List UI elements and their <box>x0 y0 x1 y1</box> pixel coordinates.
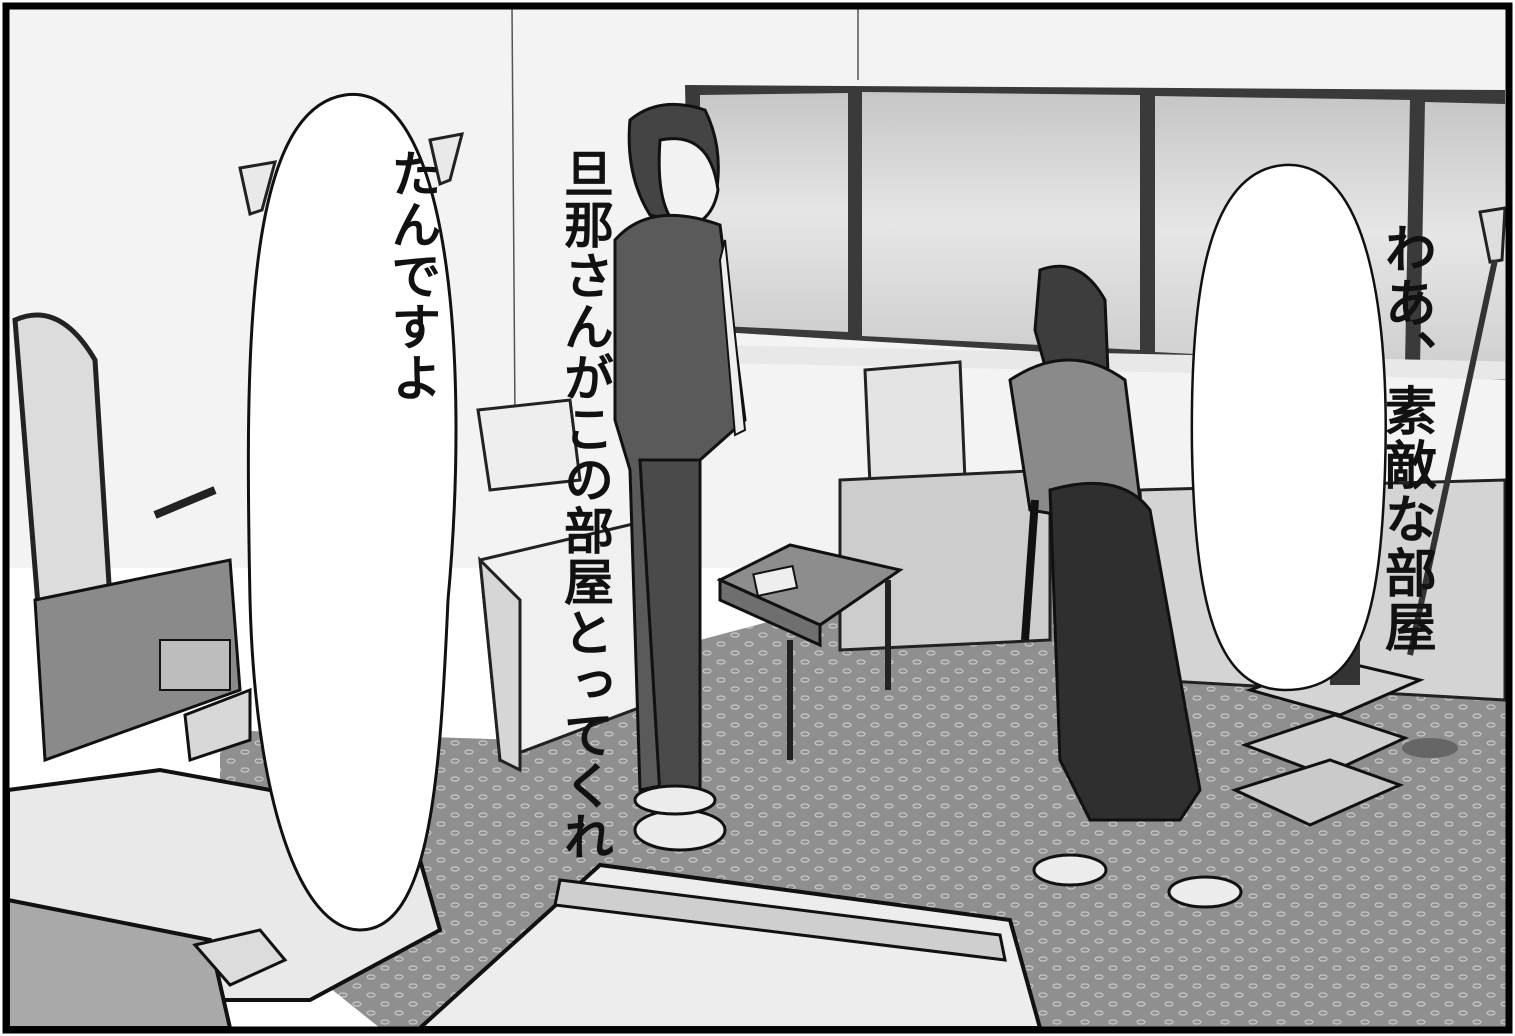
sofa-left <box>476 398 662 773</box>
wall-lamp-right <box>428 132 465 187</box>
speech-text-left: 旦那さんがこの部屋とってくれ たんですよ <box>268 148 728 862</box>
woman-figure <box>1008 264 1243 909</box>
speech-line: わあ、素敵な部屋 <box>1375 222 1436 654</box>
vanity-desk <box>12 312 252 763</box>
wall-lamp-left <box>238 160 278 216</box>
coffee-table <box>716 543 904 760</box>
man-figure <box>613 102 747 852</box>
speech-text-right: わあ、素敵な部屋 <box>1255 222 1515 654</box>
speech-line: 旦那さんがこの部屋とってくれ <box>556 148 614 862</box>
bed-right <box>414 862 1043 1030</box>
speech-bubble-left <box>246 93 458 932</box>
speech-bubble-right <box>1190 163 1387 692</box>
speech-line: たんですよ <box>383 148 442 403</box>
floor-lamp <box>1402 206 1507 758</box>
